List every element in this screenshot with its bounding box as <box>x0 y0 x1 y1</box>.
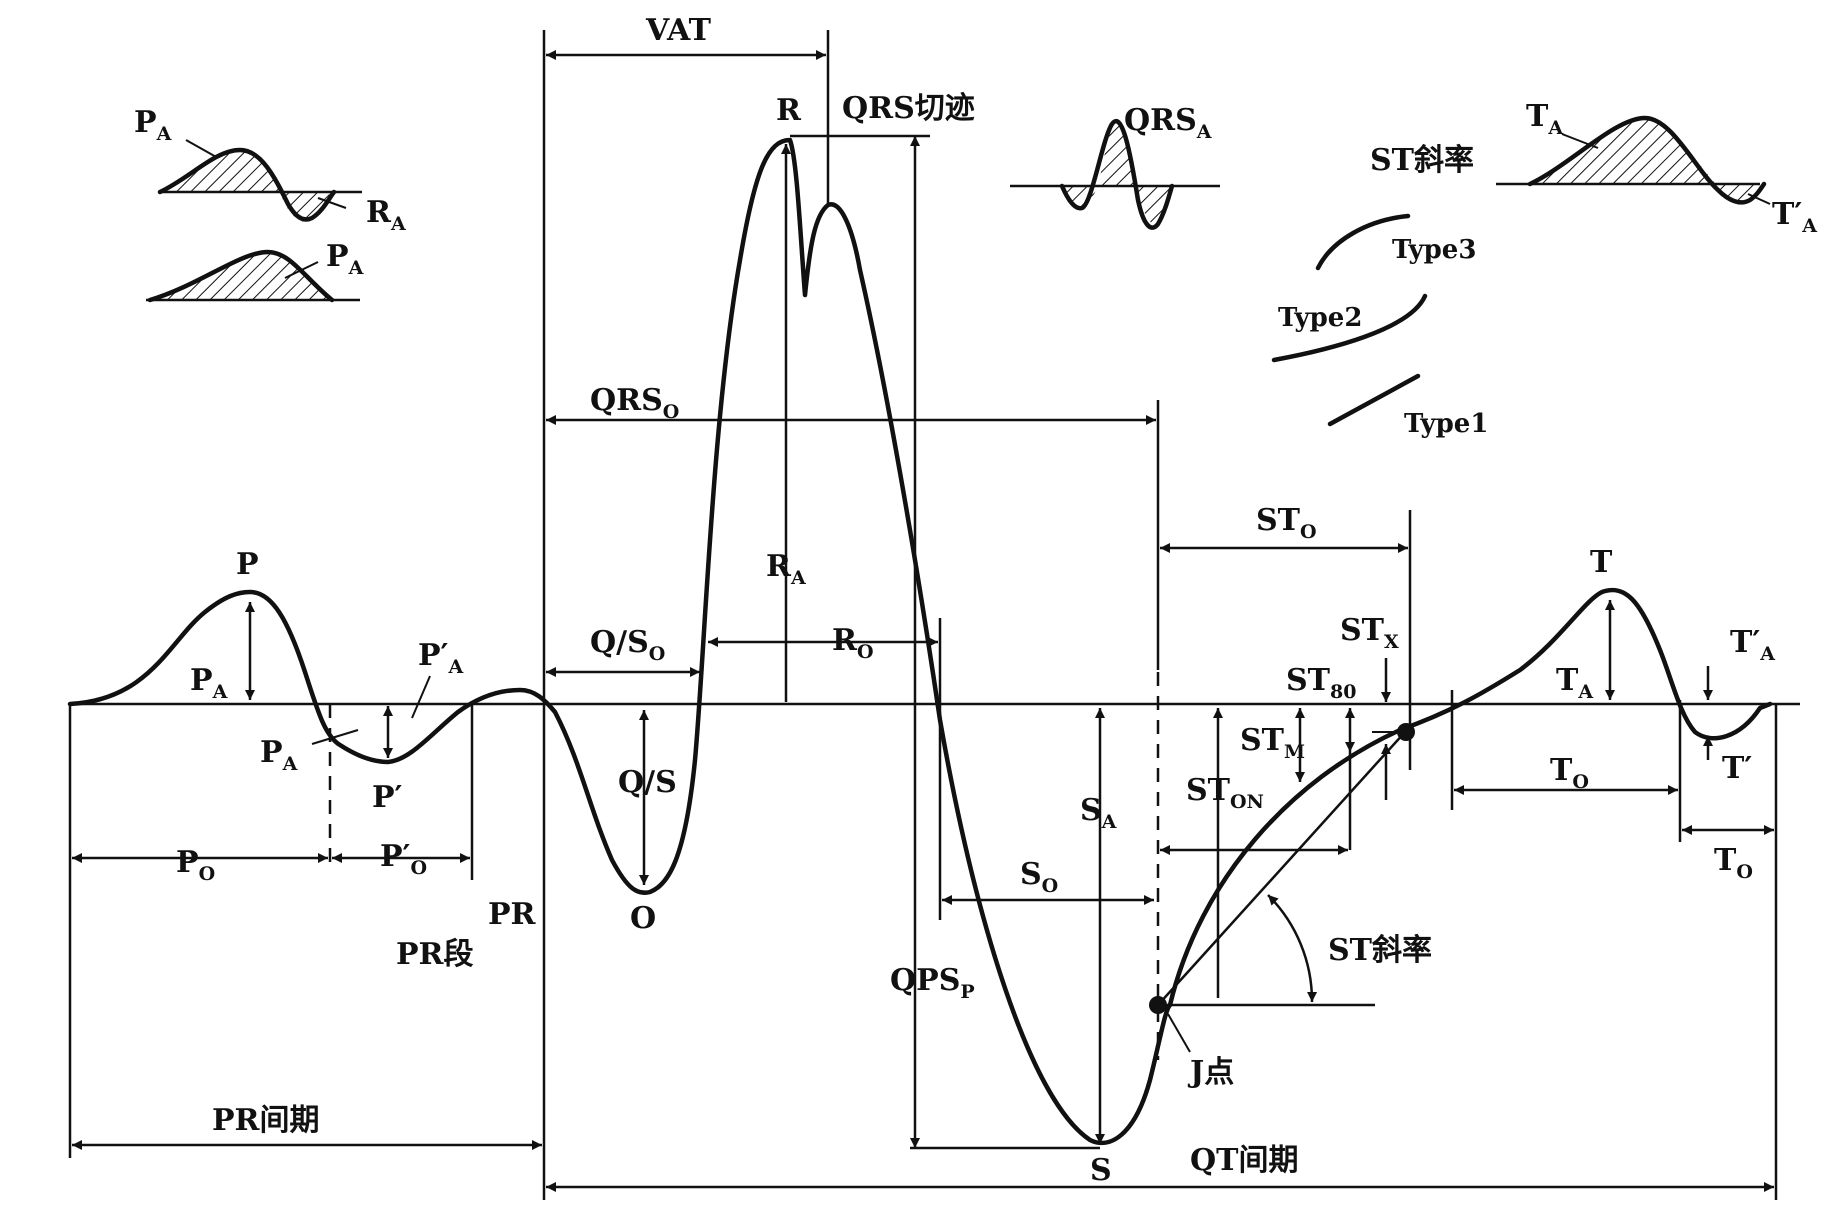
ecg-waveform <box>67 137 1773 1146</box>
p-area-inset-biphasic: PA RA <box>134 105 406 235</box>
type1-label: Type1 <box>1404 409 1488 439</box>
qrs-area-inset: QRSA <box>1010 103 1220 230</box>
r-peak-label: R <box>776 93 802 128</box>
inset-st-slope-title: ST斜率 <box>1370 143 1474 178</box>
st-slope-chord <box>1157 731 1406 1006</box>
st-m-label: STM <box>1240 723 1305 763</box>
st-80-label: ST80 <box>1286 663 1356 703</box>
q-s-duration-label: Q/SO <box>590 625 665 665</box>
j-point-label: J点 <box>1187 1055 1234 1090</box>
t-prime-label: T′ <box>1722 751 1752 786</box>
type3-curve <box>1315 213 1411 271</box>
t-amplitude-label: TA <box>1556 663 1593 703</box>
qrs-notch-label: QRS切迹 <box>842 91 975 126</box>
p-a-small-label: PA <box>260 735 298 775</box>
p-area-inset-monophasic: PA <box>146 239 364 303</box>
st-slope-types-inset: ST斜率 Type3 Type2 Type1 <box>1271 143 1488 439</box>
type1-line <box>1327 373 1421 427</box>
q-wave-label: O <box>630 901 656 936</box>
vat-label: VAT <box>645 13 712 48</box>
t-peak-label: T <box>1590 545 1613 580</box>
s-duration-label: SO <box>1020 857 1058 897</box>
st-x-label: STX <box>1340 613 1399 653</box>
inset-qrs-area-label: QRSA <box>1124 103 1212 143</box>
p-prime-label: P′ <box>372 780 403 815</box>
s-wave-label: S <box>1090 1153 1112 1188</box>
st-slope-angle-arc <box>1267 894 1318 1003</box>
inset-p-area-label: PA <box>134 105 172 145</box>
q-s-amplitude-label: Q/S <box>618 765 677 800</box>
st-on-label: STON <box>1186 773 1264 813</box>
p-amplitude-label: PA <box>190 663 228 703</box>
r-duration-label: RO <box>832 623 874 663</box>
qrs-pp-label: QPSP <box>890 963 975 1003</box>
t-area-inset: TA T′A <box>1496 99 1817 237</box>
r-amplitude-label: RA <box>766 549 806 589</box>
t-duration-label: TO <box>1550 753 1589 793</box>
inset-p-area-label-2: PA <box>326 239 364 279</box>
pr-segment-label: PR段 <box>396 937 474 972</box>
qrs-duration-label: QRSO <box>590 383 679 423</box>
st-slope-label: ST斜率 <box>1328 933 1432 968</box>
p-duration-label: PO <box>176 845 215 885</box>
j-point-leader <box>1167 1013 1191 1053</box>
p-prime-amp-leader <box>411 675 431 719</box>
type2-label: Type2 <box>1278 303 1362 333</box>
p-prime-amplitude-label: P′A <box>418 638 463 678</box>
j-point-marker <box>1149 996 1167 1014</box>
qt-interval-label: QT间期 <box>1190 1143 1298 1178</box>
type3-label: Type3 <box>1392 235 1476 265</box>
p-prime-duration-label: P′O <box>380 839 427 879</box>
inset-t-area-label: TA <box>1526 99 1563 139</box>
st-end-marker <box>1397 723 1415 741</box>
s-amplitude-label: SA <box>1080 793 1117 833</box>
t-prime-amplitude-label: T′A <box>1730 625 1775 665</box>
type2-curve <box>1271 293 1428 363</box>
inset-t-prime-area-label: T′A <box>1772 197 1817 237</box>
p-a-small-leader <box>311 729 359 745</box>
inset-r-area-label: RA <box>366 195 406 235</box>
t-prime-duration-label: TO <box>1714 843 1753 883</box>
st-duration-label: STO <box>1256 503 1317 543</box>
pr-label: PR <box>488 897 537 932</box>
pr-interval-label: PR间期 <box>212 1103 320 1138</box>
p-peak-label: P <box>236 547 259 582</box>
